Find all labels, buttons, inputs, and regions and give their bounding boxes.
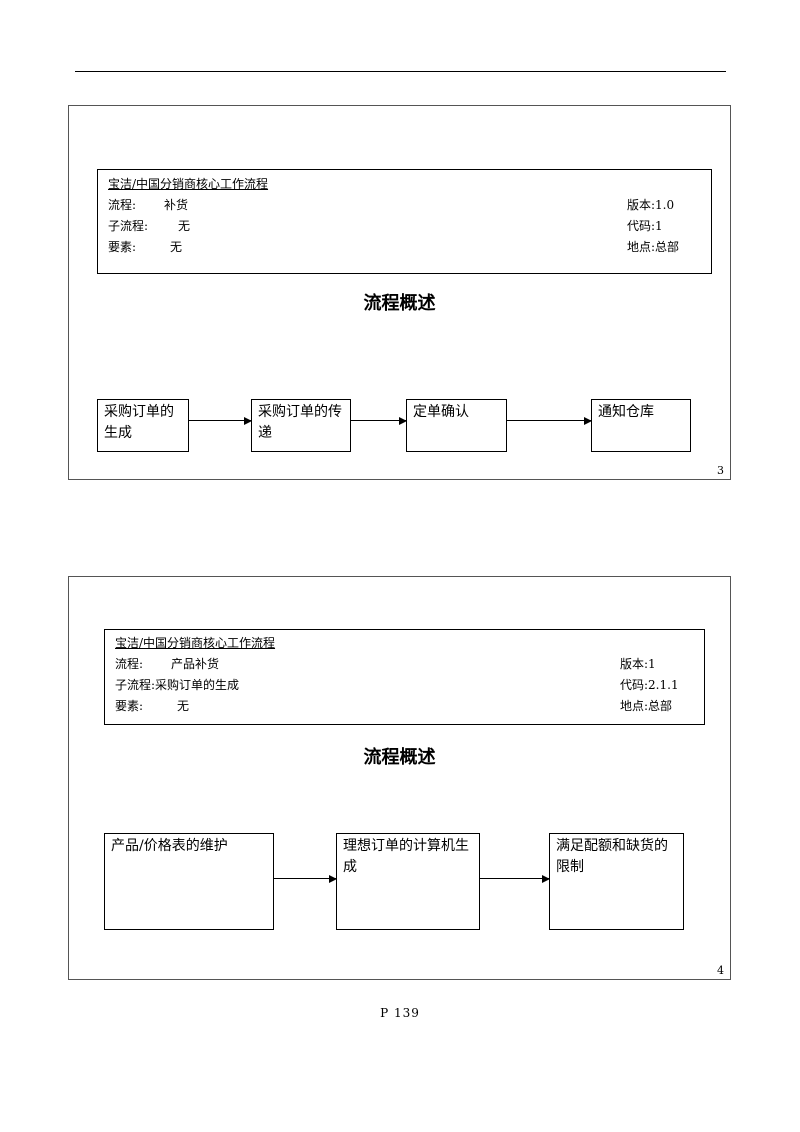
location-text: 地点:总部 xyxy=(627,240,680,254)
slide-number: 3 xyxy=(717,464,724,477)
subflow-row: 子流程: 无 代码:1 xyxy=(108,216,701,237)
code-text: 代码:2.1.1 xyxy=(620,678,679,692)
page-number: P 139 xyxy=(380,1006,420,1020)
slide-number: 4 xyxy=(717,964,724,977)
flow-row: 流程: 产品补货 版本:1 xyxy=(115,654,694,675)
code-text: 代码:1 xyxy=(627,219,663,233)
section-title: 流程概述 xyxy=(363,293,436,314)
subflow-value: 采购订单的生成 xyxy=(155,678,240,692)
element-value: 无 xyxy=(177,699,190,713)
flow-value: 补货 xyxy=(164,198,189,212)
process-header-box: 宝洁/中国分销商核心工作流程 流程: 产品补货 版本:1 子流程:采购订单的生成 … xyxy=(104,629,705,725)
version-text: 版本:1 xyxy=(620,657,656,671)
flow-value: 产品补货 xyxy=(171,657,220,671)
process-header-title: 宝洁/中国分销商核心工作流程 xyxy=(115,636,276,650)
flow-arrow-2 xyxy=(351,416,407,425)
element-value: 无 xyxy=(170,240,183,254)
version-text: 版本:1.0 xyxy=(627,198,675,212)
process-header-title: 宝洁/中国分销商核心工作流程 xyxy=(108,177,269,191)
element-label: 要素: xyxy=(108,240,137,254)
subflow-row: 子流程:采购订单的生成 代码:2.1.1 xyxy=(115,675,694,696)
slide-4: 宝洁/中国分销商核心工作流程 流程: 产品补货 版本:1 子流程:采购订单的生成 … xyxy=(68,576,731,980)
location-text: 地点:总部 xyxy=(620,699,673,713)
flow-row: 流程: 补货 版本:1.0 xyxy=(108,195,701,216)
flow-step-1: 产品/价格表的维护 xyxy=(104,833,274,930)
flow-step-2: 理想订单的计算机生成 xyxy=(336,833,480,930)
element-label: 要素: xyxy=(115,699,144,713)
section-title: 流程概述 xyxy=(363,747,436,768)
element-row: 要素: 无 地点:总部 xyxy=(115,696,694,717)
element-row: 要素: 无 地点:总部 xyxy=(108,237,701,258)
flow-step-1: 采购订单的生成 xyxy=(97,399,189,452)
flow-step-4: 通知仓库 xyxy=(591,399,691,452)
flow-arrow-2 xyxy=(480,874,550,883)
flow-label: 流程: xyxy=(115,657,144,671)
subflow-label: 子流程: xyxy=(115,678,156,692)
flow-label: 流程: xyxy=(108,198,137,212)
flow-step-2: 采购订单的传递 xyxy=(251,399,351,452)
flow-arrow-3 xyxy=(507,416,592,425)
flow-arrow-1 xyxy=(189,416,252,425)
subflow-label: 子流程: xyxy=(108,219,149,233)
flow-step-3: 定单确认 xyxy=(406,399,507,452)
top-rule xyxy=(75,71,726,72)
flow-arrow-1 xyxy=(274,874,337,883)
process-header-box: 宝洁/中国分销商核心工作流程 流程: 补货 版本:1.0 子流程: 无 代码:1 要… xyxy=(97,169,712,274)
subflow-value: 无 xyxy=(178,219,191,233)
flow-step-3: 满足配额和缺货的限制 xyxy=(549,833,684,930)
slide-3: 宝洁/中国分销商核心工作流程 流程: 补货 版本:1.0 子流程: 无 代码:1 要… xyxy=(68,105,731,480)
